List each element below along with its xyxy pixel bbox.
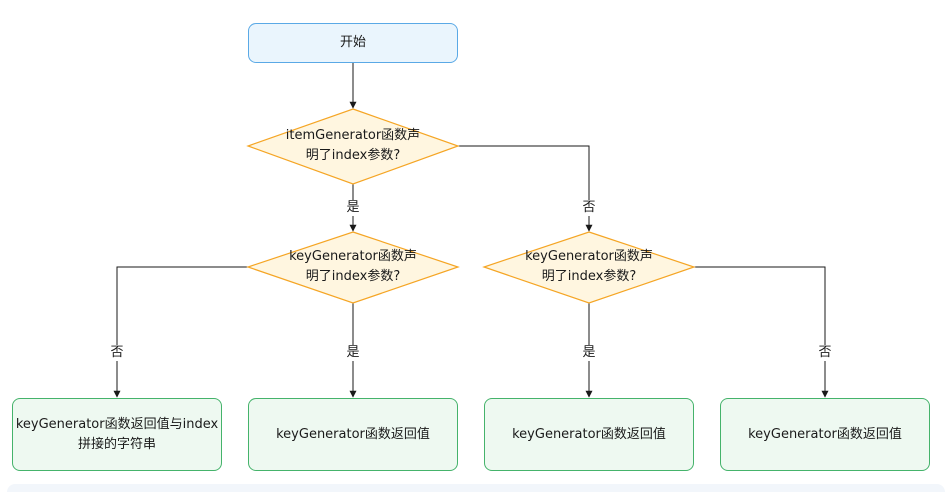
decision-item-index-label: itemGenerator函数声 明了index参数? bbox=[285, 128, 421, 163]
edge-label-no-right: 否 bbox=[815, 345, 835, 361]
result-node-key-right-label: keyGenerator函数返回值 bbox=[748, 426, 902, 442]
decision-diamond-item-index bbox=[246, 108, 460, 185]
connector-decision2-to-result1 bbox=[113, 266, 248, 398]
start-node-label: 开始 bbox=[339, 35, 366, 50]
bottom-panel-edge bbox=[7, 484, 945, 492]
result-node-concat: keyGenerator函数返回值与index 拼接的字符串 bbox=[12, 398, 222, 471]
result-node-key-right: keyGenerator函数返回值 bbox=[720, 398, 930, 471]
edge-label-no-main: 否 bbox=[579, 200, 599, 216]
decision-diamond-key-index-right bbox=[482, 231, 696, 304]
result-node-key-left: keyGenerator函数返回值 bbox=[248, 398, 458, 471]
connector-decision1-to-decision3 bbox=[458, 145, 593, 232]
decision-key-index-right-label: keyGenerator函数声 明了index参数? bbox=[525, 249, 653, 284]
result-node-key-middle-label: keyGenerator函数返回值 bbox=[512, 426, 666, 442]
edge-label-yes-main: 是 bbox=[343, 200, 363, 216]
edge-label-yes-right: 是 bbox=[579, 345, 599, 361]
start-node: 开始 bbox=[248, 23, 458, 63]
decision-key-index-left-label: keyGenerator函数声 明了index参数? bbox=[289, 249, 417, 284]
edge-label-no-left: 否 bbox=[107, 345, 127, 361]
result-node-key-left-label: keyGenerator函数返回值 bbox=[276, 426, 430, 442]
connector-decision3-to-result4 bbox=[694, 266, 829, 398]
result-node-concat-label: keyGenerator函数返回值与index 拼接的字符串 bbox=[15, 416, 219, 452]
result-node-key-middle: keyGenerator函数返回值 bbox=[484, 398, 694, 471]
decision-diamond-key-index-left bbox=[246, 231, 460, 304]
edge-label-yes-left: 是 bbox=[343, 345, 363, 361]
